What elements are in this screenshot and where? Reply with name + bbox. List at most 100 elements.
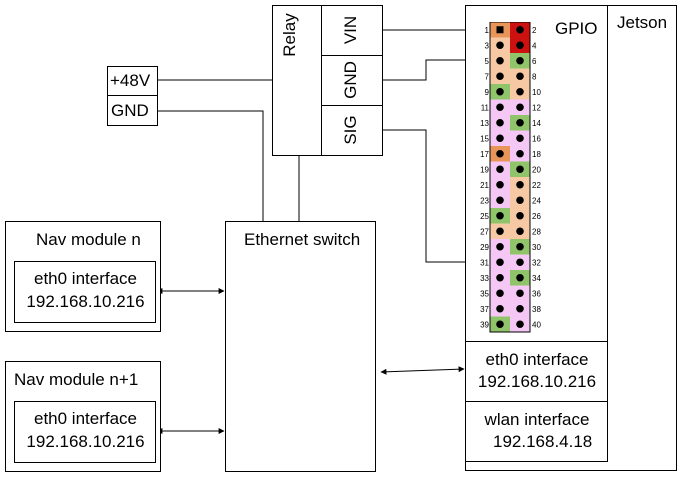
gpio-pin [496, 227, 504, 236]
nav-module-n-eth0-ip: 192.168.10.216 [26, 292, 145, 311]
gpio-pin-number: 26 [532, 212, 541, 221]
gpio-pin [496, 41, 504, 50]
gpio-pin [496, 304, 504, 313]
power-gnd-label: GND [111, 101, 149, 120]
gpio-pin [496, 56, 504, 65]
gpio-pin-number: 34 [532, 274, 541, 283]
gpio-pin [516, 196, 524, 205]
jetson-wlan-box: wlan interface 192.168.4.18 [465, 401, 608, 462]
link-switch-jetson [380, 366, 465, 375]
ethernet-switch-title: Ethernet switch [244, 230, 361, 249]
gpio-header-outline [489, 22, 531, 333]
relay-vin-terminal [321, 5, 383, 56]
gpio-pin-number: 7 [485, 72, 490, 81]
gpio-pin [496, 149, 504, 158]
gpio-pin [516, 134, 524, 143]
gpio-pin-number: 21 [480, 181, 489, 190]
gpio-title: GPIO [555, 19, 598, 38]
gpio-pin [496, 165, 504, 174]
gpio-pin-number: 15 [480, 134, 489, 143]
gpio-pin-number: 20 [532, 165, 541, 174]
gpio-pin-number: 38 [532, 305, 541, 314]
nav-module-n1-eth0-ip: 192.168.10.216 [26, 432, 145, 451]
gpio-pin [516, 289, 524, 298]
ethernet-switch-box: Ethernet switch [225, 221, 376, 472]
gpio-pin-number: 14 [532, 119, 541, 128]
power-48v-box: +48V [107, 66, 158, 96]
gpio-pin [496, 134, 504, 143]
nav-module-n1-eth0-box: eth0 interface 192.168.10.216 [14, 401, 156, 463]
gpio-pin-number: 27 [480, 227, 489, 236]
jetson-eth0-ip: 192.168.10.216 [477, 372, 597, 391]
gpio-pin-number: 10 [532, 88, 541, 97]
gpio-pin [516, 273, 524, 282]
gpio-pin-number: 8 [532, 72, 537, 81]
gpio-pin-number: 29 [480, 243, 489, 252]
nav-module-n-eth0-box: eth0 interface 192.168.10.216 [14, 261, 156, 323]
gpio-pin-number: 25 [480, 212, 489, 221]
gpio-pin [516, 25, 524, 34]
gpio-pin-number: 17 [480, 150, 489, 159]
gpio-pin-number: 35 [480, 289, 489, 298]
gpio-pin [516, 165, 524, 174]
nav-module-n-eth0-label: eth0 interface [33, 269, 137, 288]
jetson-eth0-label: eth0 interface [485, 350, 589, 369]
gpio-pin-number: 11 [481, 103, 490, 112]
jetson-wlan-label: wlan interface [484, 410, 590, 429]
gpio-pin-number: 13 [480, 119, 489, 128]
gpio-pin [496, 258, 504, 267]
gpio-pin [496, 72, 504, 81]
gpio-pin [496, 320, 504, 329]
jetson-title: Jetson [617, 13, 668, 32]
gpio-pin [516, 56, 524, 65]
relay-sig-terminal [321, 105, 383, 156]
gpio-pin-number: 23 [480, 196, 489, 205]
gpio-pin-number: 2 [532, 26, 537, 35]
gpio-pin-number: 6 [532, 57, 537, 66]
gpio-pin [496, 273, 504, 282]
gpio-pin [516, 72, 524, 81]
gpio-pin [516, 87, 524, 96]
gpio-pin [516, 242, 524, 251]
relay-sig-label: SIG [341, 115, 360, 145]
gpio-pin-number: 19 [480, 165, 489, 174]
power-48v-label: +48V [110, 71, 151, 90]
gpio-pin [516, 211, 524, 220]
gpio-pin-number: 39 [480, 320, 489, 329]
gpio-pin [496, 118, 504, 127]
jetson-eth0-box: eth0 interface 192.168.10.216 [465, 341, 608, 402]
wire-gnd-to-switch [157, 110, 264, 221]
gpio-pin-number: 12 [532, 103, 541, 112]
gpio-pin-number: 28 [532, 227, 541, 236]
nav-module-n-title: Nav module n [36, 230, 141, 249]
gpio-pin [496, 196, 504, 205]
gpio-pin-number: 30 [532, 243, 541, 252]
gpio-pin-number: 37 [480, 305, 489, 314]
relay-title: Relay [280, 13, 299, 57]
gpio-box [465, 5, 608, 342]
gpio-pin-number: 33 [480, 274, 489, 283]
gpio-pin-number: 24 [532, 196, 541, 205]
gpio-pin-number: 36 [532, 289, 541, 298]
gpio-pin-number: 32 [532, 258, 541, 267]
gpio-pin [516, 41, 524, 50]
gpio-pin [496, 103, 504, 112]
gpio-pin [516, 227, 524, 236]
gpio-pin [496, 211, 504, 220]
nav-module-n1-title: Nav module n+1 [14, 370, 139, 389]
gpio-pin [516, 320, 524, 329]
gpio-pin-number: 9 [485, 88, 490, 97]
gpio-pin [496, 87, 504, 96]
gpio-pin [496, 289, 504, 298]
gpio-pin [496, 180, 504, 189]
gpio-pin [516, 304, 524, 313]
jetson-wlan-ip: 192.168.4.18 [493, 432, 593, 451]
gpio-pin-number: 31 [480, 258, 489, 267]
gpio-pin-number: 1 [485, 26, 490, 35]
gpio-pin [516, 258, 524, 267]
gpio-pin-1-marker [496, 26, 504, 34]
power-gnd-box: GND [107, 95, 158, 126]
gpio-pin-number: 16 [532, 134, 541, 143]
